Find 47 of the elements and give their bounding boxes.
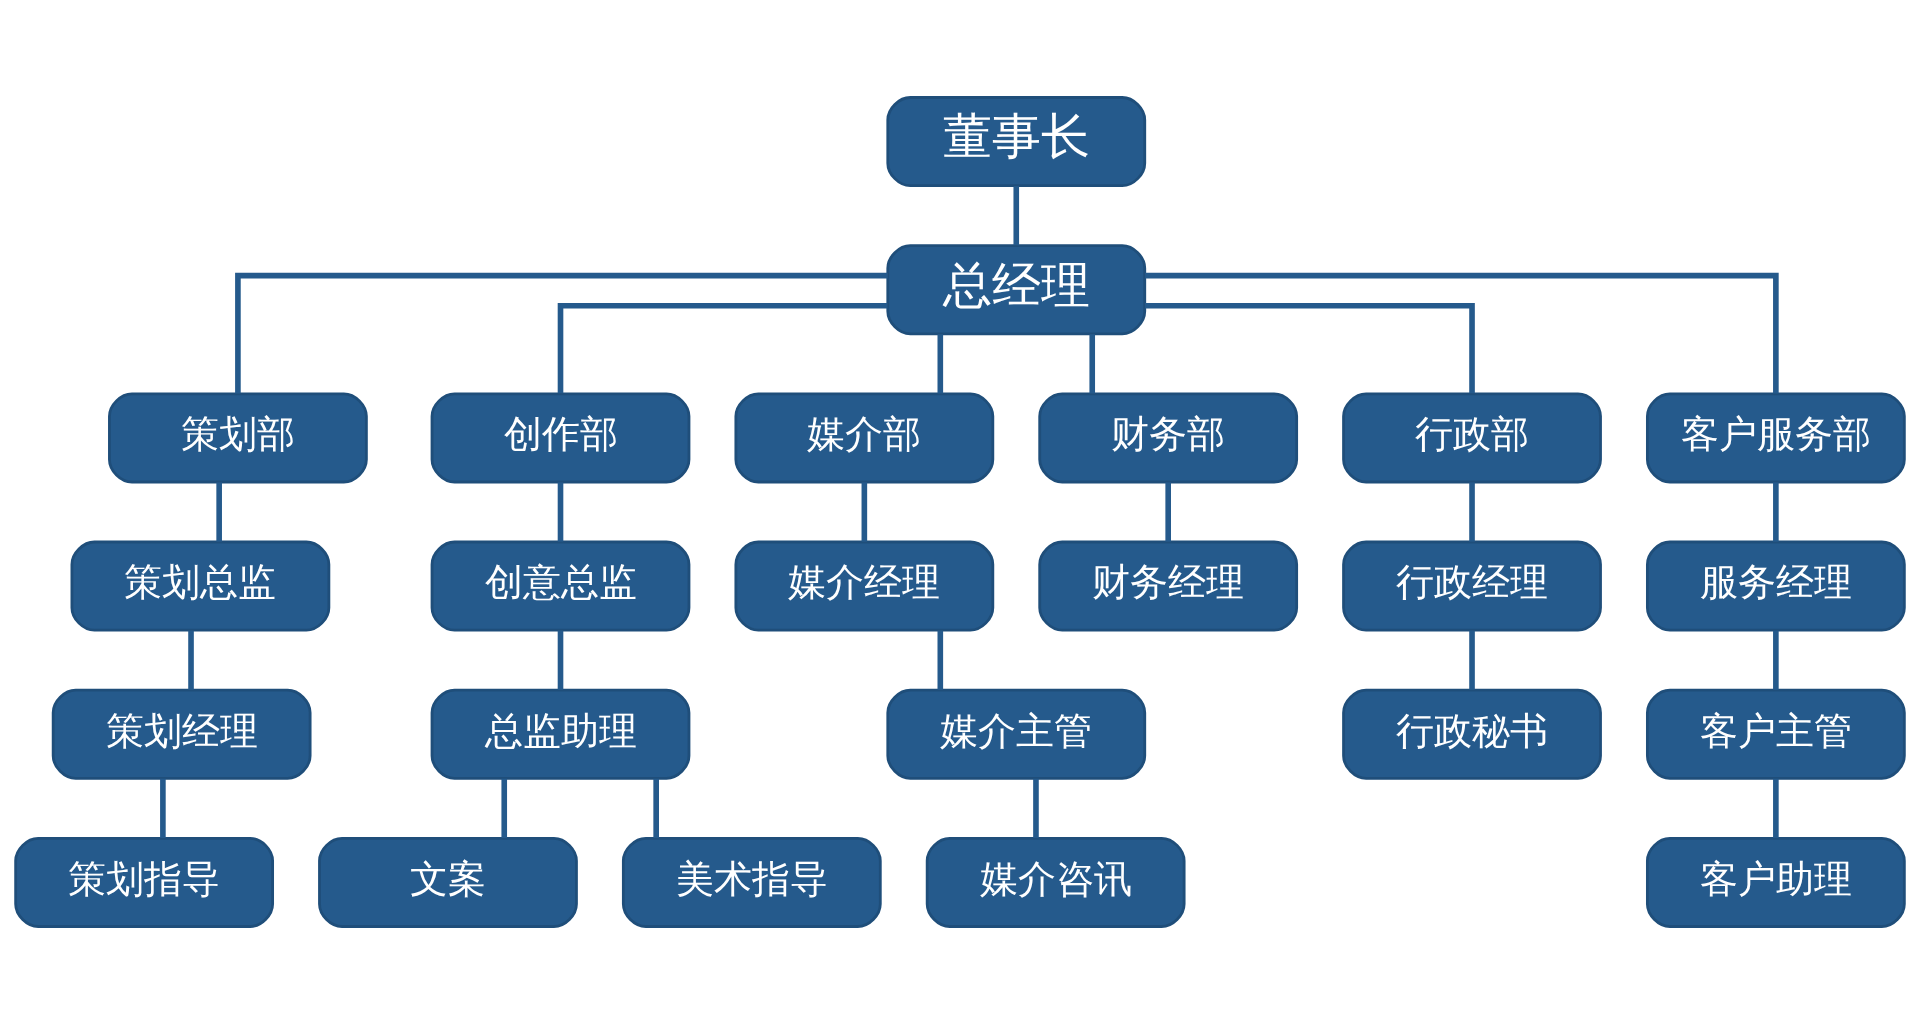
- node-box: 媒介主管: [886, 688, 1147, 780]
- connector: [557, 302, 888, 393]
- node-box: 美术指导: [621, 836, 882, 928]
- node-box: 行政秘书: [1342, 688, 1602, 780]
- node-box: 媒介经理: [734, 540, 995, 632]
- node-box: 服务经理: [1646, 540, 1906, 632]
- connector: [1773, 630, 1779, 690]
- node-box: 创意总监: [430, 540, 691, 632]
- connector: [188, 630, 194, 690]
- node-box: 创作部: [430, 391, 691, 483]
- connector: [1089, 333, 1096, 393]
- connector: [1773, 481, 1779, 542]
- node-box: 总监助理: [430, 688, 691, 780]
- node-box: 文案: [318, 836, 578, 928]
- node-box: 行政经理: [1342, 540, 1602, 632]
- node-box: 策划指导: [14, 836, 274, 928]
- connector: [1773, 778, 1779, 838]
- node-box: 客户助理: [1646, 836, 1906, 928]
- connector: [653, 778, 659, 838]
- connector: [1469, 630, 1475, 690]
- connector: [1165, 481, 1171, 542]
- connector: [1033, 778, 1039, 838]
- node-box: 董事长: [886, 95, 1147, 187]
- node-box: 媒介部: [734, 391, 995, 483]
- node-box: 策划总监: [70, 540, 331, 632]
- connector: [557, 630, 564, 690]
- node-box: 财务部: [1038, 391, 1299, 483]
- connector: [216, 481, 222, 542]
- connector: [861, 481, 868, 542]
- node-box: 总经理: [886, 243, 1147, 335]
- connector: [937, 333, 944, 393]
- node-box: 客户主管: [1646, 688, 1906, 780]
- connector: [557, 481, 564, 542]
- connector: [501, 778, 508, 838]
- connector: [1145, 272, 1779, 394]
- node-box: 行政部: [1342, 391, 1602, 483]
- connector: [1469, 481, 1475, 542]
- node-box: 策划经理: [51, 688, 312, 780]
- node-box: 媒介咨讯: [925, 836, 1186, 928]
- connector: [235, 272, 888, 394]
- node-box: 策划部: [108, 391, 368, 483]
- connector: [937, 630, 944, 690]
- connector: [1013, 185, 1020, 245]
- node-box: 客户服务部: [1646, 391, 1906, 483]
- node-box: 财务经理: [1038, 540, 1299, 632]
- connector: [160, 778, 166, 838]
- connector: [1145, 302, 1475, 393]
